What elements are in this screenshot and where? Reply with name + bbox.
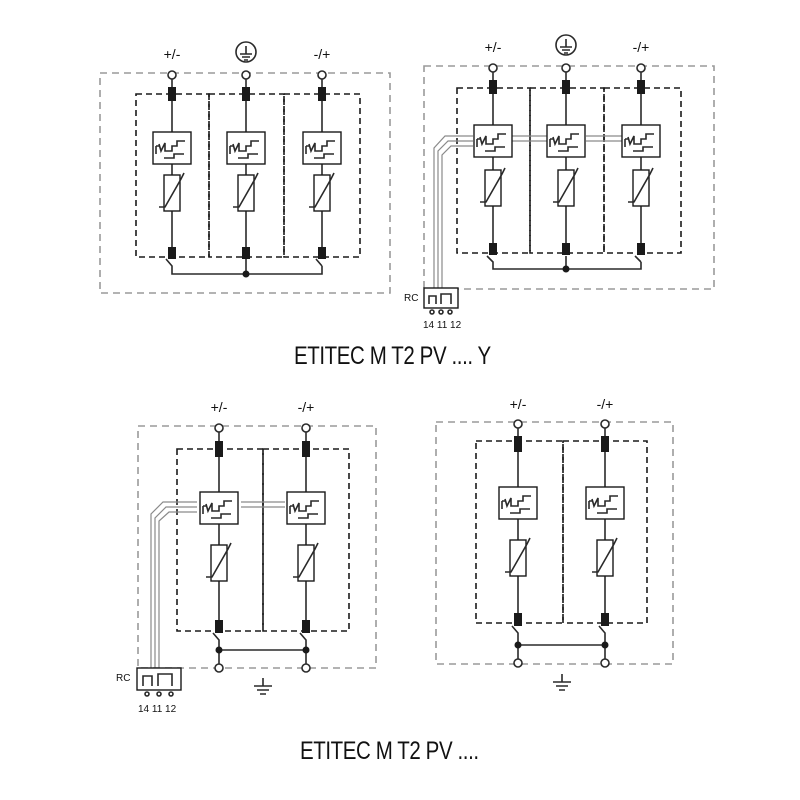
diagram-3pole: +/- -/+ (99, 41, 391, 294)
ground-icon (552, 673, 572, 691)
module-1 (475, 440, 564, 624)
thermal-disconnector-icon (199, 491, 239, 525)
ground-icon (253, 677, 273, 695)
diagram-2pole-rc: +/- -/+ RC (116, 399, 377, 715)
rc-label: RC (116, 673, 130, 684)
common-bus (511, 625, 606, 660)
pole-2 (585, 419, 625, 626)
rc-cable (150, 501, 285, 670)
varistor-icon (479, 167, 506, 207)
varistor-icon (552, 167, 579, 207)
protective-earth-icon (555, 34, 577, 56)
thermal-disconnector-icon (498, 486, 538, 520)
diagram-3pole-rc: +/- -/+ (404, 34, 715, 331)
pole-1 (152, 70, 192, 259)
thermal-disconnector-icon (152, 131, 192, 165)
pole-1 (199, 423, 239, 633)
terminal-label-minus-plus: -/+ (314, 46, 331, 62)
terminal-label-minus-plus: -/+ (298, 399, 315, 415)
diagram-2pole: +/- -/+ (435, 396, 674, 691)
pole-3 (302, 70, 342, 259)
rc-contact-numbers: 14 11 12 (138, 704, 177, 715)
housing-outline (435, 421, 674, 665)
varistor-icon (205, 542, 232, 582)
earth-terminal (301, 663, 311, 673)
rc-contact-numbers: 14 11 12 (423, 320, 462, 331)
earth-terminal (600, 658, 610, 668)
rc-label: RC (404, 293, 418, 304)
thermal-disconnector-icon (621, 124, 661, 158)
module-1 (176, 448, 264, 632)
varistor-icon (308, 172, 335, 212)
pole-1 (498, 419, 538, 626)
rc-contact-block: RC 14 11 12 (116, 667, 182, 715)
pole-2 (286, 423, 326, 633)
terminal-label-plus-minus: +/- (485, 39, 502, 55)
caption-bottom: ETITEC M T2 PV .... (300, 737, 479, 765)
common-bus (212, 632, 307, 666)
pole-2 (226, 70, 266, 259)
terminal-label-plus-minus: +/- (211, 399, 228, 415)
thermal-disconnector-icon (226, 131, 266, 165)
varistor-icon (232, 172, 259, 212)
thermal-disconnector-icon (286, 491, 326, 525)
earth-terminal (214, 663, 224, 673)
varistor-icon (292, 542, 319, 582)
rc-cable (433, 135, 622, 292)
varistor-icon (591, 537, 618, 577)
thermal-disconnector-icon (473, 124, 513, 158)
thermal-disconnector-icon (302, 131, 342, 165)
terminal-label-minus-plus: -/+ (633, 39, 650, 55)
thermal-disconnector-icon (585, 486, 625, 520)
rc-contact-block: RC 14 11 12 (404, 287, 462, 331)
earth-terminal (513, 658, 523, 668)
varistor-icon (627, 167, 654, 207)
terminal-label-plus-minus: +/- (510, 396, 527, 412)
protective-earth-icon (235, 41, 257, 63)
varistor-icon (158, 172, 185, 212)
pole-2 (546, 63, 586, 255)
caption-top: ETITEC M T2 PV .... Y (294, 342, 491, 370)
terminal-label-minus-plus: -/+ (597, 396, 614, 412)
varistor-icon (504, 537, 531, 577)
pole-1 (473, 63, 513, 255)
thermal-disconnector-icon (546, 124, 586, 158)
pole-3 (621, 63, 661, 255)
terminal-label-plus-minus: +/- (164, 46, 181, 62)
